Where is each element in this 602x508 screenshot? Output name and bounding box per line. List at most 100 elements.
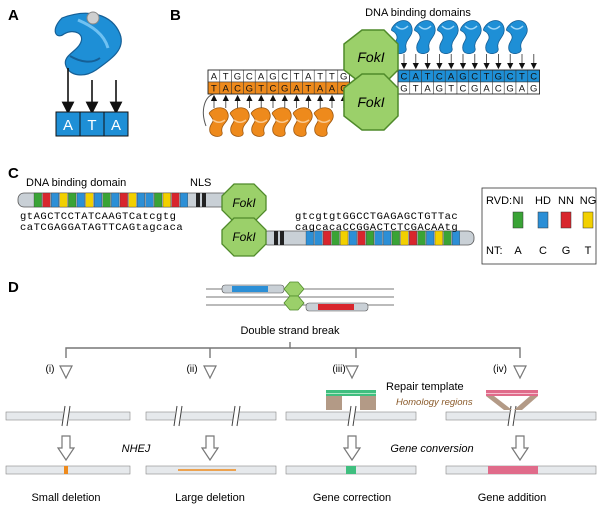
rvd-block bbox=[305, 230, 314, 246]
rvd-block bbox=[374, 230, 383, 246]
rvd-legend: RVD: NT: NI HD NN NG A C G T bbox=[481, 187, 597, 265]
legend-rvd-ng: NG bbox=[580, 195, 597, 207]
legend-rvd-ni: NI bbox=[513, 195, 524, 207]
triplet-letter: A bbox=[111, 117, 121, 134]
panel-b-label: B bbox=[170, 7, 181, 24]
seq-top-left: gtAGCTCCTATCAAGTCatcgtg bbox=[20, 211, 176, 223]
legend-nt-a: A bbox=[514, 245, 522, 257]
sequence-letter: C bbox=[234, 84, 241, 95]
panel-a: A A T A bbox=[8, 7, 129, 137]
nls-block bbox=[196, 193, 200, 207]
legend-rvd-nn: NN bbox=[558, 195, 574, 207]
rvd-color-blocks-bottom bbox=[305, 230, 460, 246]
rvd-block bbox=[33, 192, 42, 208]
break-mark bbox=[236, 405, 241, 427]
sequence-letter: A bbox=[258, 72, 265, 83]
panel-a-label: A bbox=[8, 7, 19, 24]
seq-bottom-right: cagcacaCCGGACTCTCGACAAtg bbox=[295, 222, 458, 234]
legend-nt-c: C bbox=[539, 245, 547, 257]
sequence-letter: A bbox=[329, 84, 336, 95]
rvd-block bbox=[383, 230, 392, 246]
triplet-letter: A bbox=[63, 117, 73, 134]
repair-mark bbox=[64, 466, 68, 474]
branch-arrow-icon bbox=[59, 365, 73, 380]
sequence-letter: C bbox=[436, 72, 443, 83]
outcome-large-deletion: Large deletion bbox=[175, 492, 245, 504]
outcome-gene-addition: Gene addition bbox=[478, 492, 547, 504]
repair-arrow-icon bbox=[56, 435, 76, 462]
break-mark bbox=[231, 405, 236, 427]
blue-tale-repeats-icon bbox=[391, 20, 528, 54]
rvd-block bbox=[314, 230, 323, 246]
dna-binding-domain-label: DNA binding domain bbox=[26, 177, 126, 189]
rvd-block bbox=[409, 230, 417, 246]
rvd-block bbox=[42, 192, 51, 208]
sequence-letter: C bbox=[495, 84, 502, 95]
repair-arrow-icon bbox=[510, 435, 530, 462]
nls-label: NLS bbox=[190, 177, 211, 189]
branch-label-iii: (iii) bbox=[332, 364, 345, 375]
sequence-letter: C bbox=[530, 72, 537, 83]
rvd-block bbox=[145, 192, 154, 208]
foki-label: FokI bbox=[357, 49, 384, 65]
sequence-letter: T bbox=[305, 84, 311, 95]
sequence-letter: T bbox=[223, 72, 229, 83]
sequence-letter: T bbox=[211, 84, 217, 95]
sequence-letter: T bbox=[413, 84, 419, 95]
rvd-block bbox=[59, 192, 68, 208]
triplet-letter: T bbox=[87, 117, 96, 134]
nls-block bbox=[280, 231, 284, 245]
foki-hexagon-bottom-b: FokI bbox=[343, 73, 399, 131]
sequence-letter: G bbox=[459, 72, 466, 83]
repair-arrow-icon bbox=[200, 435, 220, 462]
repair-template-iv bbox=[486, 390, 538, 410]
sequence-letter: A bbox=[424, 84, 431, 95]
nhej-label: NHEJ bbox=[122, 443, 151, 455]
sequence-letter: C bbox=[400, 72, 407, 83]
sequence-letter: T bbox=[317, 72, 323, 83]
gene-conversion-label: Gene conversion bbox=[390, 443, 473, 455]
sequence-letter: G bbox=[530, 84, 537, 95]
sequence-letter: A bbox=[293, 84, 300, 95]
orange-tale-repeats-icon bbox=[202, 93, 334, 137]
rvd-block bbox=[434, 230, 443, 246]
seq-top-right: gtcgtgtGGCCTGAGAGCTGTTac bbox=[295, 211, 458, 223]
foki-label: FokI bbox=[232, 196, 256, 210]
rvd-block bbox=[417, 230, 426, 246]
rvd-block bbox=[51, 192, 59, 208]
rvd-block bbox=[171, 192, 180, 208]
rvd-block bbox=[452, 230, 460, 246]
sequence-letter: G bbox=[495, 72, 502, 83]
rvd-block bbox=[102, 192, 111, 208]
legend-nt-t: T bbox=[585, 245, 592, 257]
sequence-letter: T bbox=[519, 72, 525, 83]
rvd-block bbox=[348, 230, 357, 246]
legend-nt-g: G bbox=[562, 245, 571, 257]
branch-label-ii: (ii) bbox=[186, 364, 197, 375]
arrows-top bbox=[400, 54, 537, 70]
sequence-letter: A bbox=[483, 84, 490, 95]
arrows-bottom bbox=[210, 94, 347, 108]
repair-mark bbox=[346, 466, 356, 474]
legend-rvd-hd: HD bbox=[535, 195, 551, 207]
rvd-block bbox=[400, 230, 409, 246]
foki-hexagon-top-b: FokI bbox=[343, 29, 399, 85]
foki-label: FokI bbox=[232, 230, 256, 244]
rvd-block bbox=[443, 230, 452, 246]
branch-arrow-icon bbox=[345, 365, 359, 380]
legend-swatch-red bbox=[560, 211, 572, 229]
rvd-block bbox=[366, 230, 374, 246]
sequence-letter: A bbox=[519, 84, 526, 95]
rvd-block bbox=[180, 192, 188, 208]
rvd-block bbox=[154, 192, 163, 208]
outcome-small-deletion: Small deletion bbox=[31, 492, 100, 504]
sequence-letter: G bbox=[246, 84, 253, 95]
rvd-block bbox=[85, 192, 94, 208]
dna-binding-domains-title: DNA binding domains bbox=[365, 7, 471, 19]
sequence-letter: A bbox=[305, 72, 312, 83]
foki-hexagon-bottom-c: FokI bbox=[221, 217, 267, 257]
outcome-gene-correction: Gene correction bbox=[313, 492, 391, 504]
sequence-letter: A bbox=[413, 72, 420, 83]
